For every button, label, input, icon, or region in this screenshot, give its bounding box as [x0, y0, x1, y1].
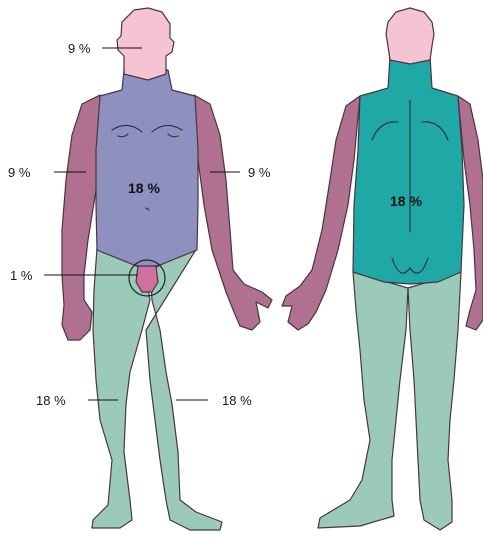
front-genitals [136, 266, 158, 292]
front-right-leg [146, 248, 222, 530]
front-head [117, 8, 174, 80]
back-head [386, 8, 434, 64]
label-front-trunk: 18 % [128, 180, 160, 196]
front-figure [62, 8, 272, 530]
front-right-arm [194, 95, 272, 330]
label-back-trunk: 18 % [390, 193, 422, 209]
label-front-right-arm: 9 % [248, 165, 271, 180]
label-front-left-leg: 18 % [36, 393, 66, 408]
label-front-right-leg: 18 % [222, 393, 252, 408]
front-trunk [96, 70, 198, 268]
label-front-genitals: 1 % [10, 268, 33, 283]
label-front-head: 9 % [68, 41, 91, 56]
back-left-arm [282, 96, 360, 330]
label-front-left-arm: 9 % [8, 165, 31, 180]
back-figure [282, 8, 483, 530]
back-left-leg [318, 272, 408, 528]
back-trunk [353, 56, 464, 284]
back-right-leg [408, 272, 461, 530]
